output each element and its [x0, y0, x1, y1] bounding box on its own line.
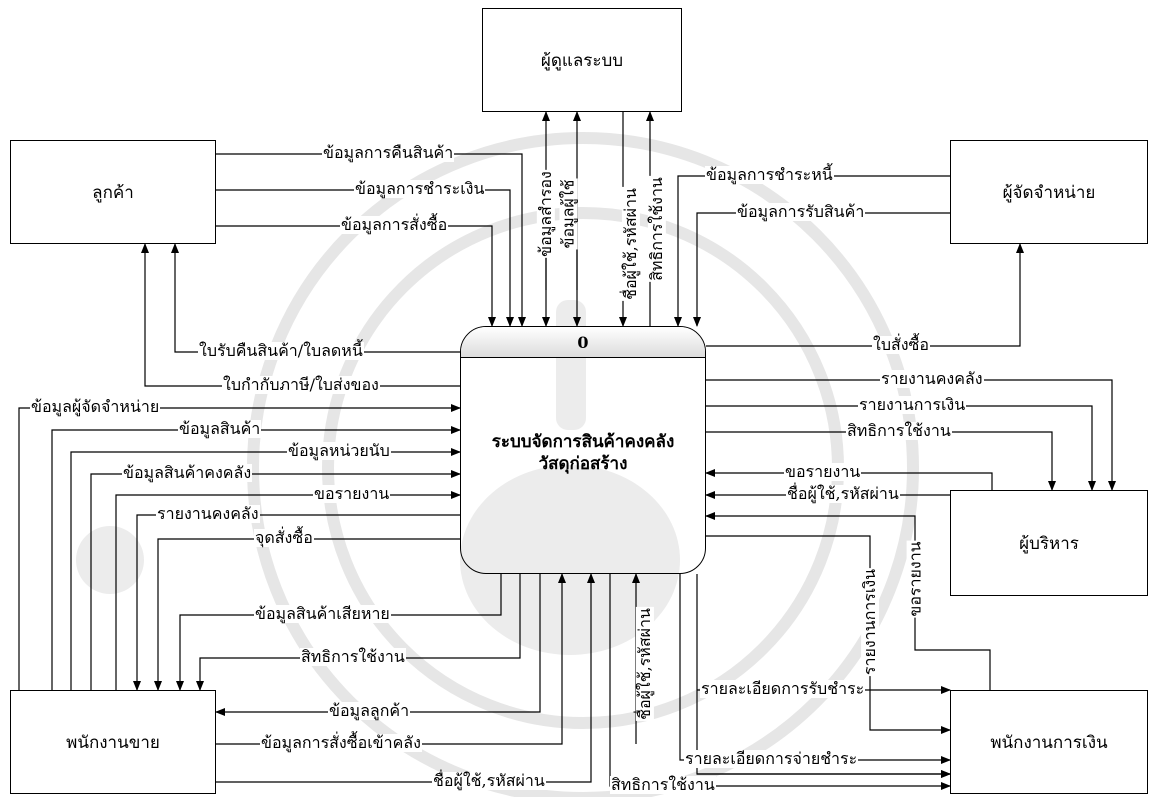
flow-label: ใบรับคืนสินค้า/ใบลดหนี้ — [198, 341, 364, 360]
flow-label: สิทธิการใช้งาน — [610, 775, 716, 794]
entity-supplier: ผู้จัดจำหน่าย — [950, 140, 1148, 244]
flow-sales-rights — [196, 574, 521, 691]
flow-label: ข้อมูลผู้ใช้ — [558, 178, 578, 250]
flow-label: ชื่อผู้ใช้,รหัสผ่าน — [432, 771, 546, 790]
entity-executive: ผู้บริหาร — [950, 490, 1148, 596]
flow-label: รายละเอียดการจ่ายชำระ — [684, 749, 859, 768]
process-name-line1: ระบบจัดการสินค้าคงคลัง — [491, 432, 675, 452]
flow-label: รายงานคงคลัง — [156, 504, 260, 523]
flow-label: ข้อมูลสินค้าเสียหาย — [254, 604, 391, 623]
flow-label: ขอรายงาน — [784, 462, 862, 481]
flow-label: ชื่อผู้ใช้,รหัสผ่าน — [620, 187, 640, 301]
flow-return-receipt — [171, 243, 460, 353]
entity-finance-staff-label: พนักงานการเงิน — [990, 732, 1108, 753]
flow-label: ใบกำกับภาษี/ใบส่งของ — [222, 375, 380, 394]
flow-label: ขอรายงาน — [905, 540, 925, 618]
flow-supplier-info — [18, 404, 461, 690]
flow-label: รายงานคงคลัง — [880, 369, 984, 388]
flow-label: ข้อมูลการชำระหนี้ — [705, 165, 834, 184]
flow-exec-finance-report — [706, 405, 1096, 491]
flow-label: สิทธิการใช้งาน — [846, 421, 952, 440]
flow-label: ชื่อผู้ใช้,รหัสผ่าน — [786, 484, 900, 503]
flow-exec-rights — [706, 431, 1056, 491]
entity-customer-label: ลูกค้า — [92, 182, 134, 203]
flow-label: รายละเอียดการรับชำระ — [700, 679, 866, 698]
process-number: 0 — [461, 327, 705, 358]
flow-label: ข้อมูลการคืนสินค้า — [322, 143, 455, 162]
flow-label: ข้อมูลผู้จัดจำหน่าย — [30, 397, 161, 416]
process-0: 0 ระบบจัดการสินค้าคงคลัง วัสดุก่อสร้าง — [460, 326, 706, 574]
flow-fin-report-request — [705, 512, 991, 690]
flow-sales-login — [216, 573, 595, 783]
flow-label: ข้อมูลสินค้าคงคลัง — [122, 463, 253, 482]
flow-customer-info — [215, 574, 541, 716]
entity-customer: ลูกค้า — [10, 140, 216, 244]
entity-supplier-label: ผู้จัดจำหน่าย — [1002, 182, 1096, 203]
entity-sales-staff: พนักงานขาย — [10, 690, 216, 794]
flow-label: ข้อมูลสินค้า — [178, 419, 262, 438]
flow-label: ขอรายงาน — [313, 484, 391, 503]
flow-goods-receipt — [693, 212, 950, 327]
flow-label: สิทธิการใช้งาน — [300, 647, 406, 666]
flow-label: ข้อมูลการสั่งซื้อเข้าคลัง — [260, 733, 422, 752]
flow-label: ข้อมูลการรับสินค้า — [736, 202, 866, 221]
entity-admin: ผู้ดูแลระบบ — [482, 8, 682, 112]
flow-label: ข้อมูลลูกค้า — [328, 701, 411, 720]
process-name: ระบบจัดการสินค้าคงคลัง วัสดุก่อสร้าง — [461, 431, 705, 475]
flow-disbursement — [679, 574, 951, 764]
flow-label: สิทธิการใช้งาน — [646, 176, 666, 282]
flow-label: ข้อมูลสำรอง — [535, 170, 555, 258]
flow-label: จุดสั่งซื้อ — [254, 528, 314, 547]
flow-order-info — [216, 225, 496, 327]
flow-label: ข้อมูลการสั่งซื้อ — [340, 215, 449, 234]
flow-exec-stock-report — [706, 379, 1116, 491]
flow-payment-info — [216, 189, 514, 327]
entity-admin-label: ผู้ดูแลระบบ — [540, 50, 624, 71]
flow-label: ข้อมูลหน่วยนับ — [287, 441, 391, 460]
entity-sales-staff-label: พนักงานขาย — [66, 732, 160, 753]
flow-report-request-sales — [115, 491, 461, 690]
flow-label: รายงานการเงิน — [860, 567, 880, 677]
flow-label: ใบสั่งซื้อ — [872, 335, 931, 354]
entity-executive-label: ผู้บริหาร — [1019, 533, 1079, 554]
flow-tax-invoice — [141, 243, 460, 387]
flow-label: ข้อมูลการชำระเงิน — [354, 179, 486, 198]
flow-product-info — [51, 426, 461, 690]
process-name-line2: วัสดุก่อสร้าง — [538, 454, 628, 474]
flow-debt-payment — [674, 175, 950, 327]
flow-label: รายงานการเงิน — [858, 395, 967, 414]
flow-label: ชื่อผู้ใช้,รหัสผ่าน — [634, 607, 654, 721]
flow-reorder-point — [154, 538, 460, 691]
entity-finance-staff: พนักงานการเงิน — [950, 690, 1148, 794]
flow-purchase-order — [706, 243, 1024, 347]
flow-stock-report-sales — [133, 514, 460, 691]
flow-damaged-info — [176, 574, 502, 691]
flow-return-info — [216, 153, 526, 327]
flow-stock-info — [90, 470, 461, 690]
